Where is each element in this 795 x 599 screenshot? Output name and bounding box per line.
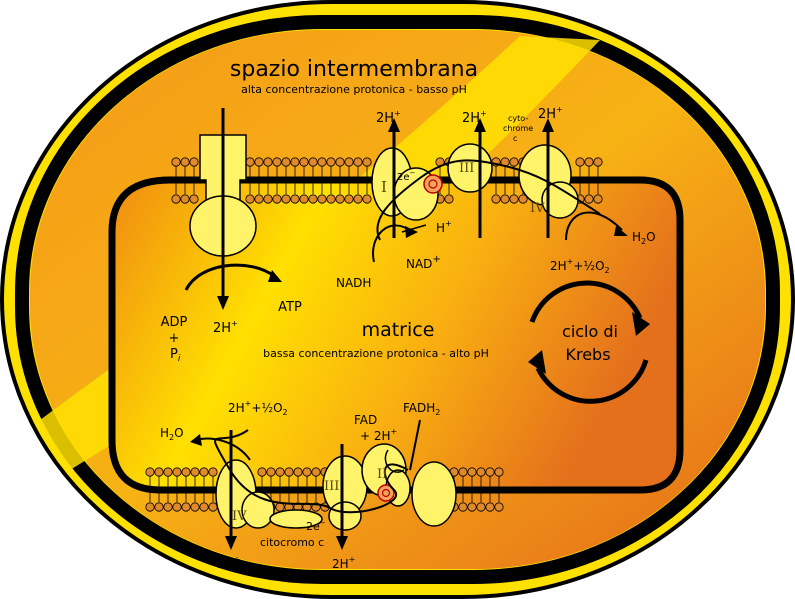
krebs-label-line2: Krebs (565, 345, 610, 364)
top-proton-arrows (388, 118, 554, 238)
bottom-h2o-label: H2O (160, 426, 184, 442)
fadh2-arrow (409, 419, 421, 471)
krebs-label-line1: ciclo di (562, 322, 618, 341)
adp-plus: + (169, 331, 180, 346)
page-subtitle: alta concentrazione protonica - basso pH (241, 83, 467, 96)
page-title: spazio intermembrana (230, 57, 478, 82)
top-proton-label-2: 2H+ (462, 109, 487, 126)
nad-label: NAD+ (406, 254, 441, 271)
krebs-cycle-arrows (528, 280, 650, 404)
bottom-electron-label: 2e− (306, 519, 326, 533)
bottom-complex-iii-label: III (324, 479, 339, 494)
inner-membrane (108, 176, 684, 494)
bottom-complex-ii-label: II (377, 467, 387, 482)
cytochrome-label-2: chrome (503, 124, 533, 133)
top-complex-i-label: I (381, 178, 387, 196)
pi-label: Pi (170, 347, 181, 364)
bottom-proton-label-2: 2H+ (332, 555, 355, 571)
bottom-cytochrome-c (269, 509, 323, 529)
bottom-complex-iv-label: IV (232, 509, 247, 524)
bottom-complex-iii (322, 455, 368, 531)
top-proton-label-1: 2H+ (376, 109, 401, 126)
top-h2o-label: H2O (632, 230, 656, 246)
top-ubiquinone-icon (423, 174, 443, 194)
fad-plus-label: + 2H+ (360, 427, 397, 443)
top-complex-iv (518, 144, 579, 219)
atp-synthase (184, 108, 282, 310)
cytochrome-c-label: citocromo c (260, 536, 324, 549)
fad-label: FAD (354, 413, 377, 427)
cytochrome-label-3: c (513, 134, 517, 143)
synthase-proton-label: 2H+ (213, 319, 238, 336)
top-complex-iv-label: IV (530, 201, 545, 216)
bottom-reaction-label: 2H++½O2 (228, 399, 288, 417)
top-reaction-label: 2H++½O2 (550, 257, 610, 275)
adp-label: ADP (161, 315, 188, 330)
cytochrome-label-1: cyto- (508, 114, 528, 123)
matrix-title: matrice (362, 319, 435, 341)
bottom-proton-arrows (225, 430, 348, 550)
nadh-label: NADH (336, 276, 371, 290)
outer-membrane (15, 15, 780, 584)
bottom-complex-iv (215, 459, 275, 529)
bottom-ubiquinone-icon (377, 484, 395, 502)
top-proton-label-3: 2H+ (538, 105, 563, 122)
fadh2-label: FADH2 (403, 401, 440, 417)
top-complex-iii-label: III (459, 161, 474, 176)
matrix-subtitle: bassa concentrazione protonica - alto pH (263, 347, 489, 360)
h2o-arrow (565, 211, 623, 241)
atp-label: ATP (278, 300, 302, 315)
top-electron-label: 2e− (397, 169, 416, 183)
bottom-proton-label-1: 2H+ (217, 555, 240, 571)
top-h-plus-label: H+ (436, 219, 452, 235)
